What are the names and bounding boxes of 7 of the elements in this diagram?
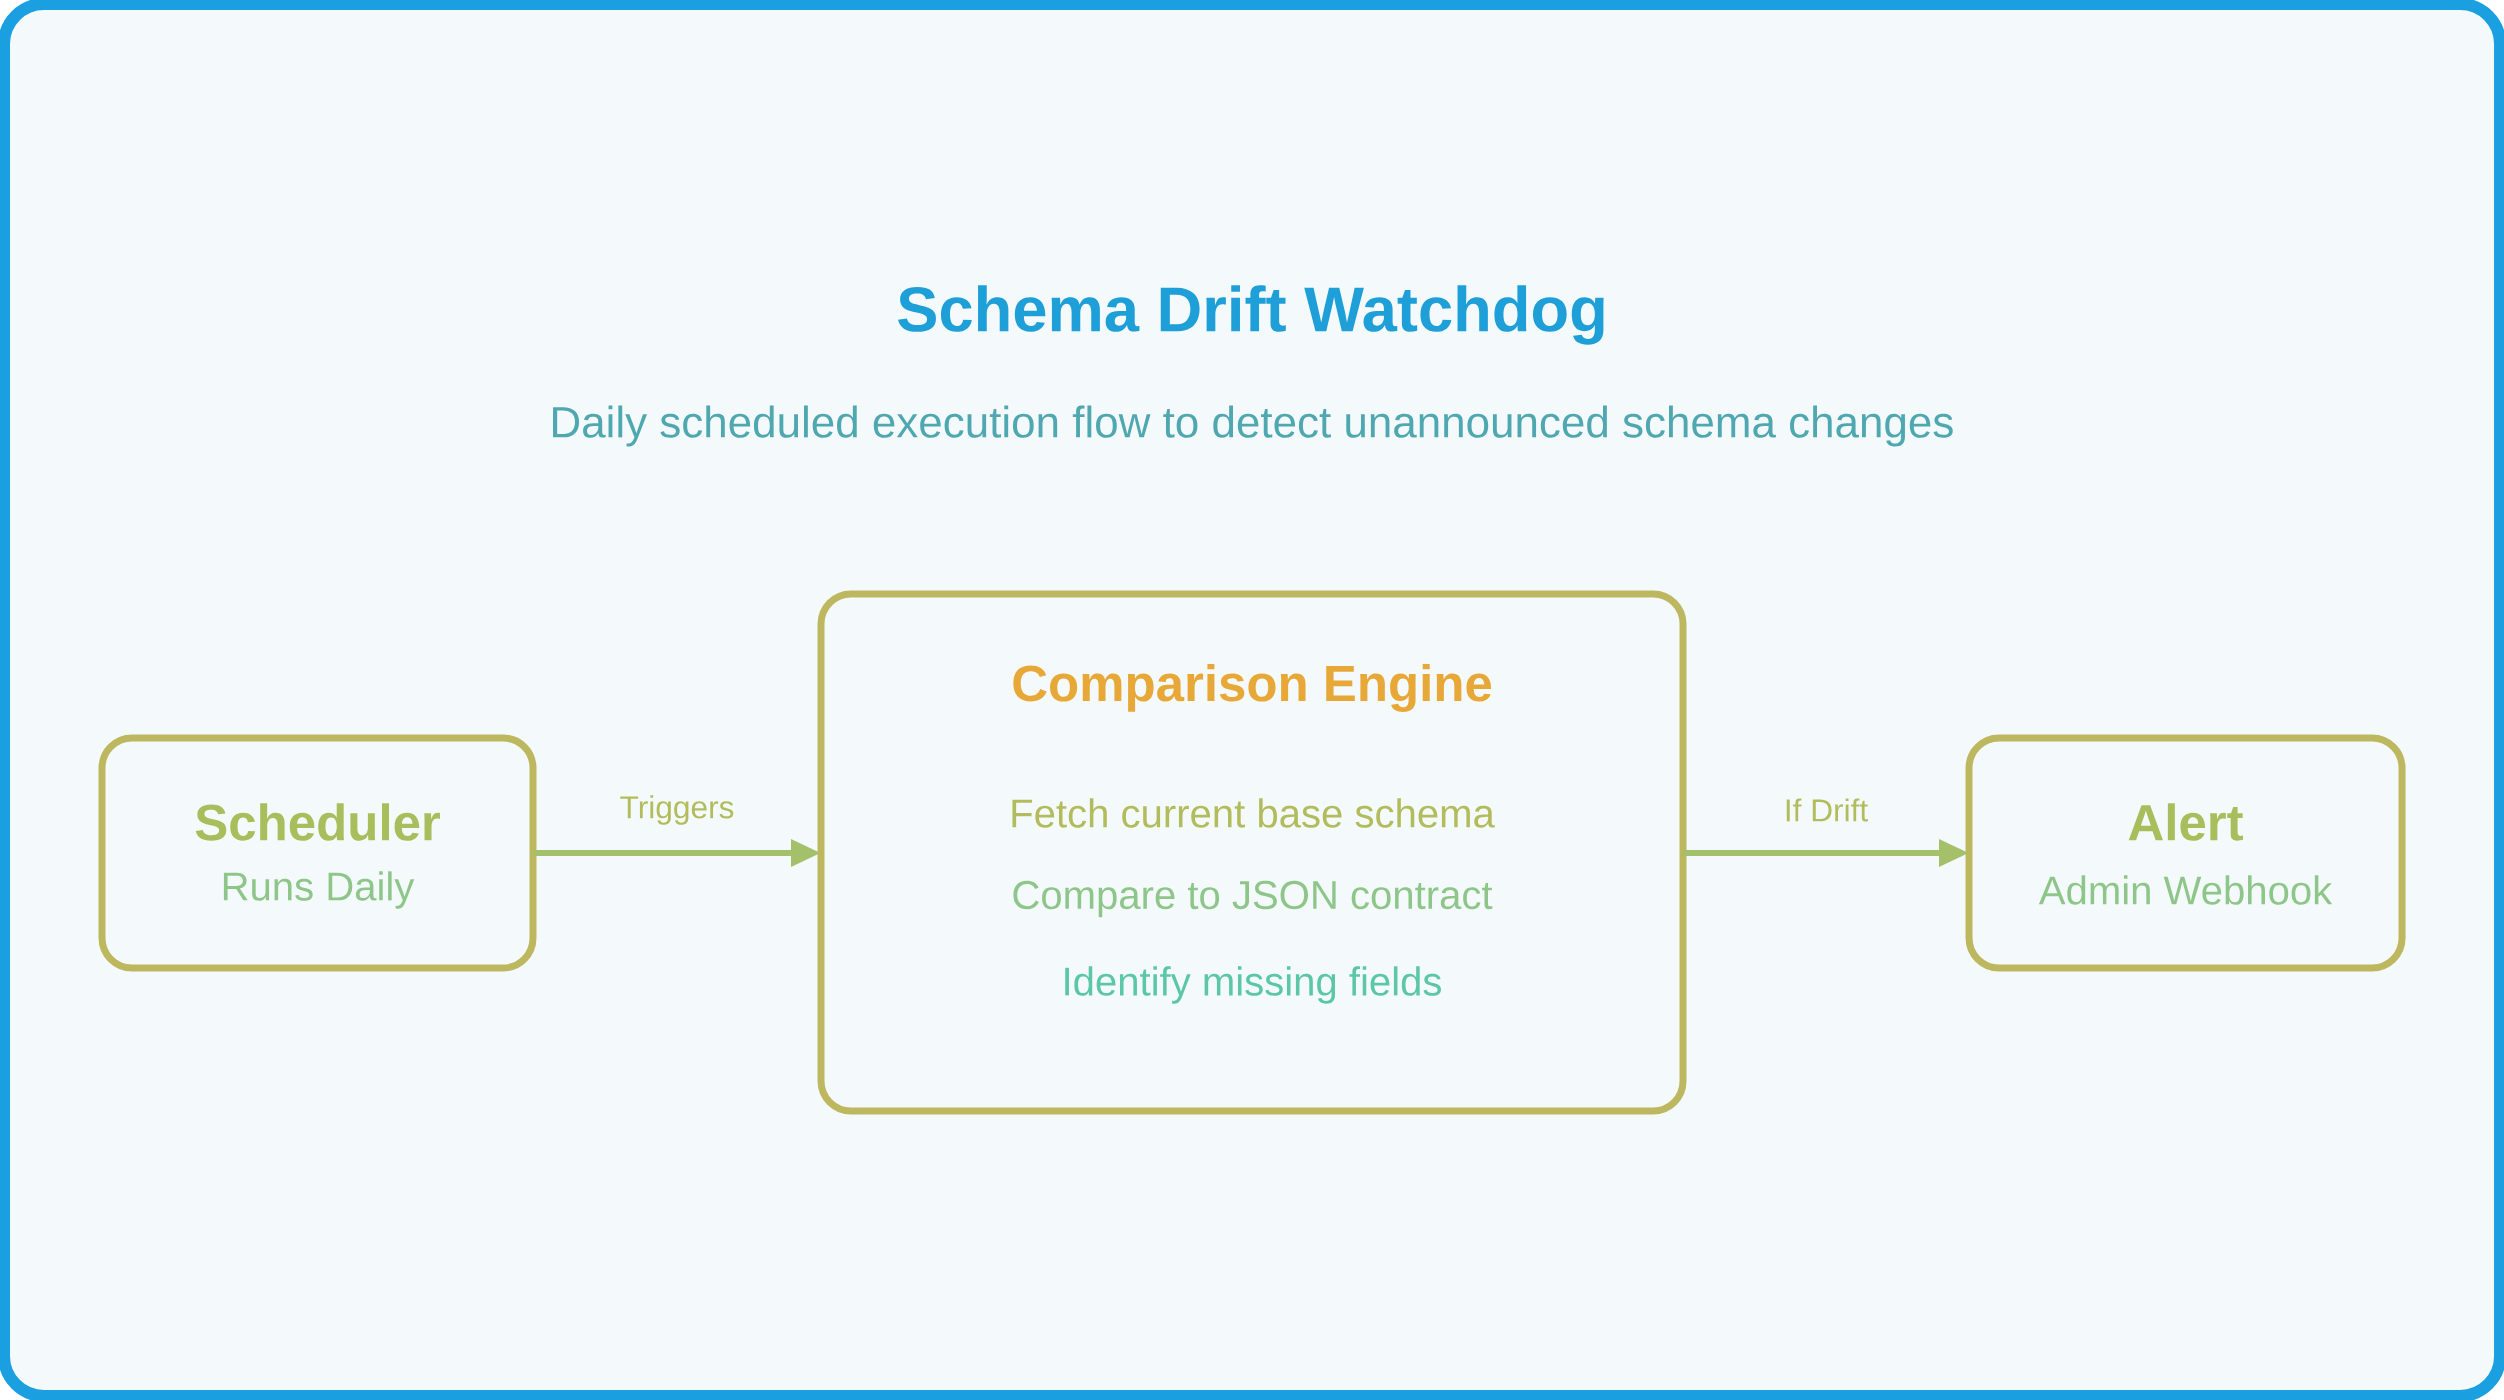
edge-label: Triggers <box>620 795 734 825</box>
process-box: Comparison Engine Fetch current base schema Compare to JSON contract Identify missing fields <box>817 590 1687 1115</box>
process-box: Alert Admin Webhook <box>1965 734 2406 972</box>
process-box: Scheduler Runs Daily <box>98 734 537 972</box>
subtitle: Daily scheduled execution flow to detect unannounced schema changes <box>553 405 1953 447</box>
edge-label: If Drift <box>1786 798 1868 822</box>
title: Schema Drift Watchdog <box>898 285 1604 345</box>
